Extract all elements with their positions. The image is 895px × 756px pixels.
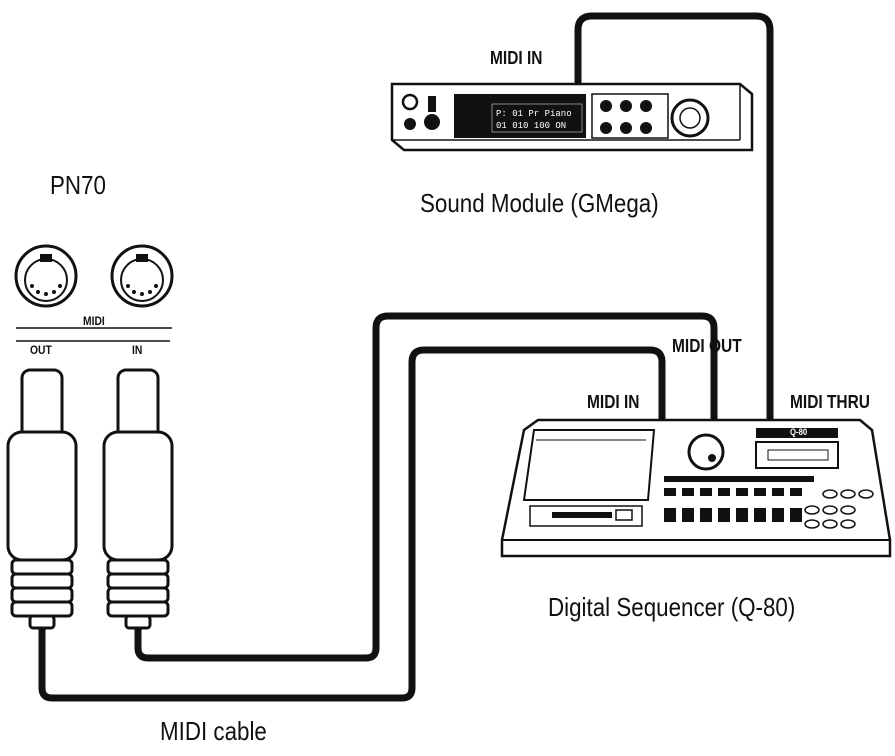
seq-midi-in-label: MIDI IN	[587, 392, 640, 412]
seq-model-badge: Q-80	[790, 427, 808, 437]
pn70-caption: PN70	[50, 170, 106, 200]
seq-midi-out-label: MIDI OUT	[672, 336, 742, 356]
module-midi-in-label: MIDI IN	[490, 48, 543, 68]
cable-seq-out-to-pn70-in	[134, 312, 718, 662]
pn70-in-label: IN	[132, 343, 143, 357]
pn70-out-label: OUT	[30, 343, 52, 357]
module-display-line1: P: 01 Pr Piano	[496, 109, 572, 119]
sound-module-caption: Sound Module (GMega)	[420, 188, 659, 218]
module-display-line2: 01 010 100 ON	[496, 121, 566, 131]
pn70-midi-group-label: MIDI	[83, 314, 105, 328]
pn70-midi-out-socket	[14, 244, 78, 308]
sequencer-caption: Digital Sequencer (Q-80)	[548, 592, 796, 622]
midi-plug-in	[102, 368, 174, 630]
sequencer-device	[500, 418, 892, 558]
pn70-midi-in-socket	[110, 244, 174, 308]
cable-pn70-out-to-seq-in	[38, 346, 666, 702]
cable-thru-to-module	[574, 12, 774, 424]
midi-plug-out	[6, 368, 78, 630]
seq-midi-thru-label: MIDI THRU	[790, 392, 870, 412]
sound-module-device	[390, 82, 754, 152]
midi-cable-caption: MIDI cable	[160, 716, 267, 746]
